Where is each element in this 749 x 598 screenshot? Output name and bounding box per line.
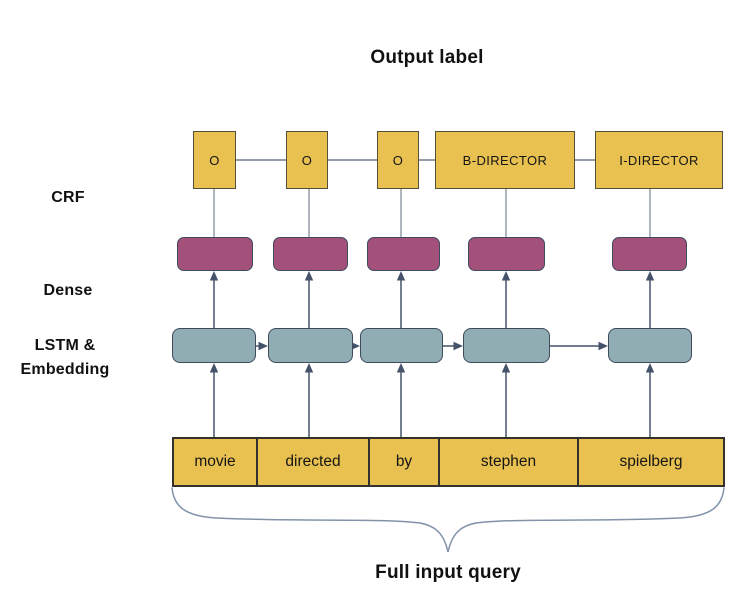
crf-box-i-director: I-DIRECTOR	[595, 131, 723, 189]
dense-box-5	[612, 237, 687, 271]
lstm-dense-arrow-head	[209, 271, 219, 281]
word-cell-directed: directed	[256, 439, 368, 485]
word-cell-by: by	[368, 439, 438, 485]
output-label: Output label	[370, 47, 484, 68]
lstm-lstm-arrow-head	[453, 341, 463, 351]
lstm-dense-arrow-head	[645, 271, 655, 281]
layer-label-lstm-line1: LSTM &	[34, 337, 96, 354]
lstm-dense-arrow-head	[304, 271, 314, 281]
dense-box-1	[177, 237, 253, 271]
word-lstm-arrow-head	[645, 363, 655, 373]
lstm-box-1	[172, 328, 256, 363]
full-input-query-label: Full input query	[375, 562, 521, 583]
word-cell-spielberg: spielberg	[577, 439, 723, 485]
lstm-box-2	[268, 328, 353, 363]
word-cell-stephen: stephen	[438, 439, 577, 485]
crf-box-b-director: B-DIRECTOR	[435, 131, 575, 189]
layer-label-lstm-line2: Embedding	[20, 361, 110, 378]
crf-box-o-2: O	[286, 131, 328, 189]
crf-box-o-1: O	[193, 131, 236, 189]
lstm-lstm-arrow-head	[258, 341, 268, 351]
word-cell-movie: movie	[194, 453, 236, 470]
lstm-box-4	[463, 328, 550, 363]
word-lstm-arrow-head	[304, 363, 314, 373]
dense-box-3	[367, 237, 440, 271]
crf-box-o-3: O	[377, 131, 419, 189]
word-lstm-arrow-head	[396, 363, 406, 373]
layer-label-crf: CRF	[51, 189, 85, 206]
lstm-lstm-arrow-head	[598, 341, 608, 351]
layer-label-lstm-embedding: LSTM & Embedding	[0, 334, 130, 382]
dense-box-4	[468, 237, 545, 271]
dense-box-2	[273, 237, 348, 271]
lstm-dense-arrow-head	[396, 271, 406, 281]
word-bar: movie directed by stephen spielberg	[172, 437, 725, 487]
lstm-dense-arrow-head	[501, 271, 511, 281]
lstm-box-5	[608, 328, 692, 363]
layer-label-dense: Dense	[43, 282, 93, 299]
word-lstm-arrow-head	[209, 363, 219, 373]
word-lstm-arrow-head	[501, 363, 511, 373]
lstm-box-3	[360, 328, 443, 363]
underbrace	[171, 487, 725, 553]
